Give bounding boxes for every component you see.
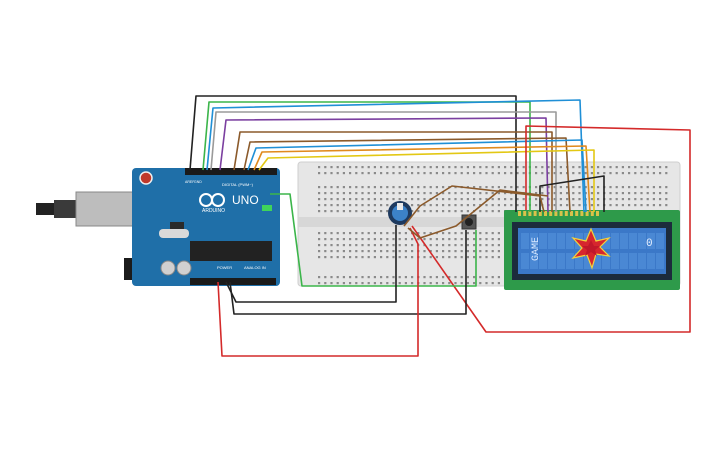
wire-brown xyxy=(233,131,553,212)
wire-blue-2 xyxy=(247,139,587,213)
wire-brown-2 xyxy=(243,137,571,213)
explosion-sprite xyxy=(571,227,611,270)
digital-header xyxy=(185,168,277,175)
wire-yellow xyxy=(258,149,595,212)
reset-button[interactable] xyxy=(139,171,153,185)
crystal xyxy=(159,229,189,238)
wire-brown-pot xyxy=(403,185,545,227)
wire-blue xyxy=(206,99,585,213)
wire-brown-pot-2 xyxy=(407,189,549,239)
gnd-label: GND xyxy=(194,180,202,184)
lcd-module: GAME 0 xyxy=(504,210,680,290)
uno-label: UNO xyxy=(232,193,259,207)
wire-purple xyxy=(219,117,549,213)
arduino-logo xyxy=(199,193,225,207)
wire-gray xyxy=(210,111,557,212)
digital-label: DIGITAL (PWM~) xyxy=(222,182,254,187)
wire-red-top xyxy=(411,125,691,333)
lcd-score: 0 xyxy=(646,238,653,250)
arduino-uno: UNO ARDUINO DIGITAL (PWM~) POWER ANALOG … xyxy=(36,168,280,286)
wires xyxy=(189,95,691,357)
capacitor-2 xyxy=(176,260,192,276)
wire-red-power xyxy=(217,227,419,357)
wire-green-button xyxy=(270,193,477,287)
arduino-label: ARDUINO xyxy=(202,208,225,214)
analog-label: ANALOG IN xyxy=(244,265,266,270)
wire-green xyxy=(202,101,531,212)
usb-cable-plug xyxy=(36,203,54,215)
small-chip xyxy=(170,222,184,232)
aref-label: AREF xyxy=(185,180,194,184)
lcd-left-text: GAME xyxy=(531,237,542,261)
wire-black xyxy=(189,95,517,212)
potentiometer[interactable] xyxy=(388,201,412,225)
pushbutton[interactable] xyxy=(461,214,477,230)
usb-port xyxy=(75,191,139,227)
on-led xyxy=(262,205,272,211)
capacitor-1 xyxy=(160,260,176,276)
usb-cable xyxy=(54,200,76,218)
wire-black-ground xyxy=(229,230,467,315)
power-label: POWER xyxy=(217,265,232,270)
power-analog-header xyxy=(190,278,276,285)
atmega-chip xyxy=(190,241,272,261)
lcd-pins xyxy=(518,211,599,216)
